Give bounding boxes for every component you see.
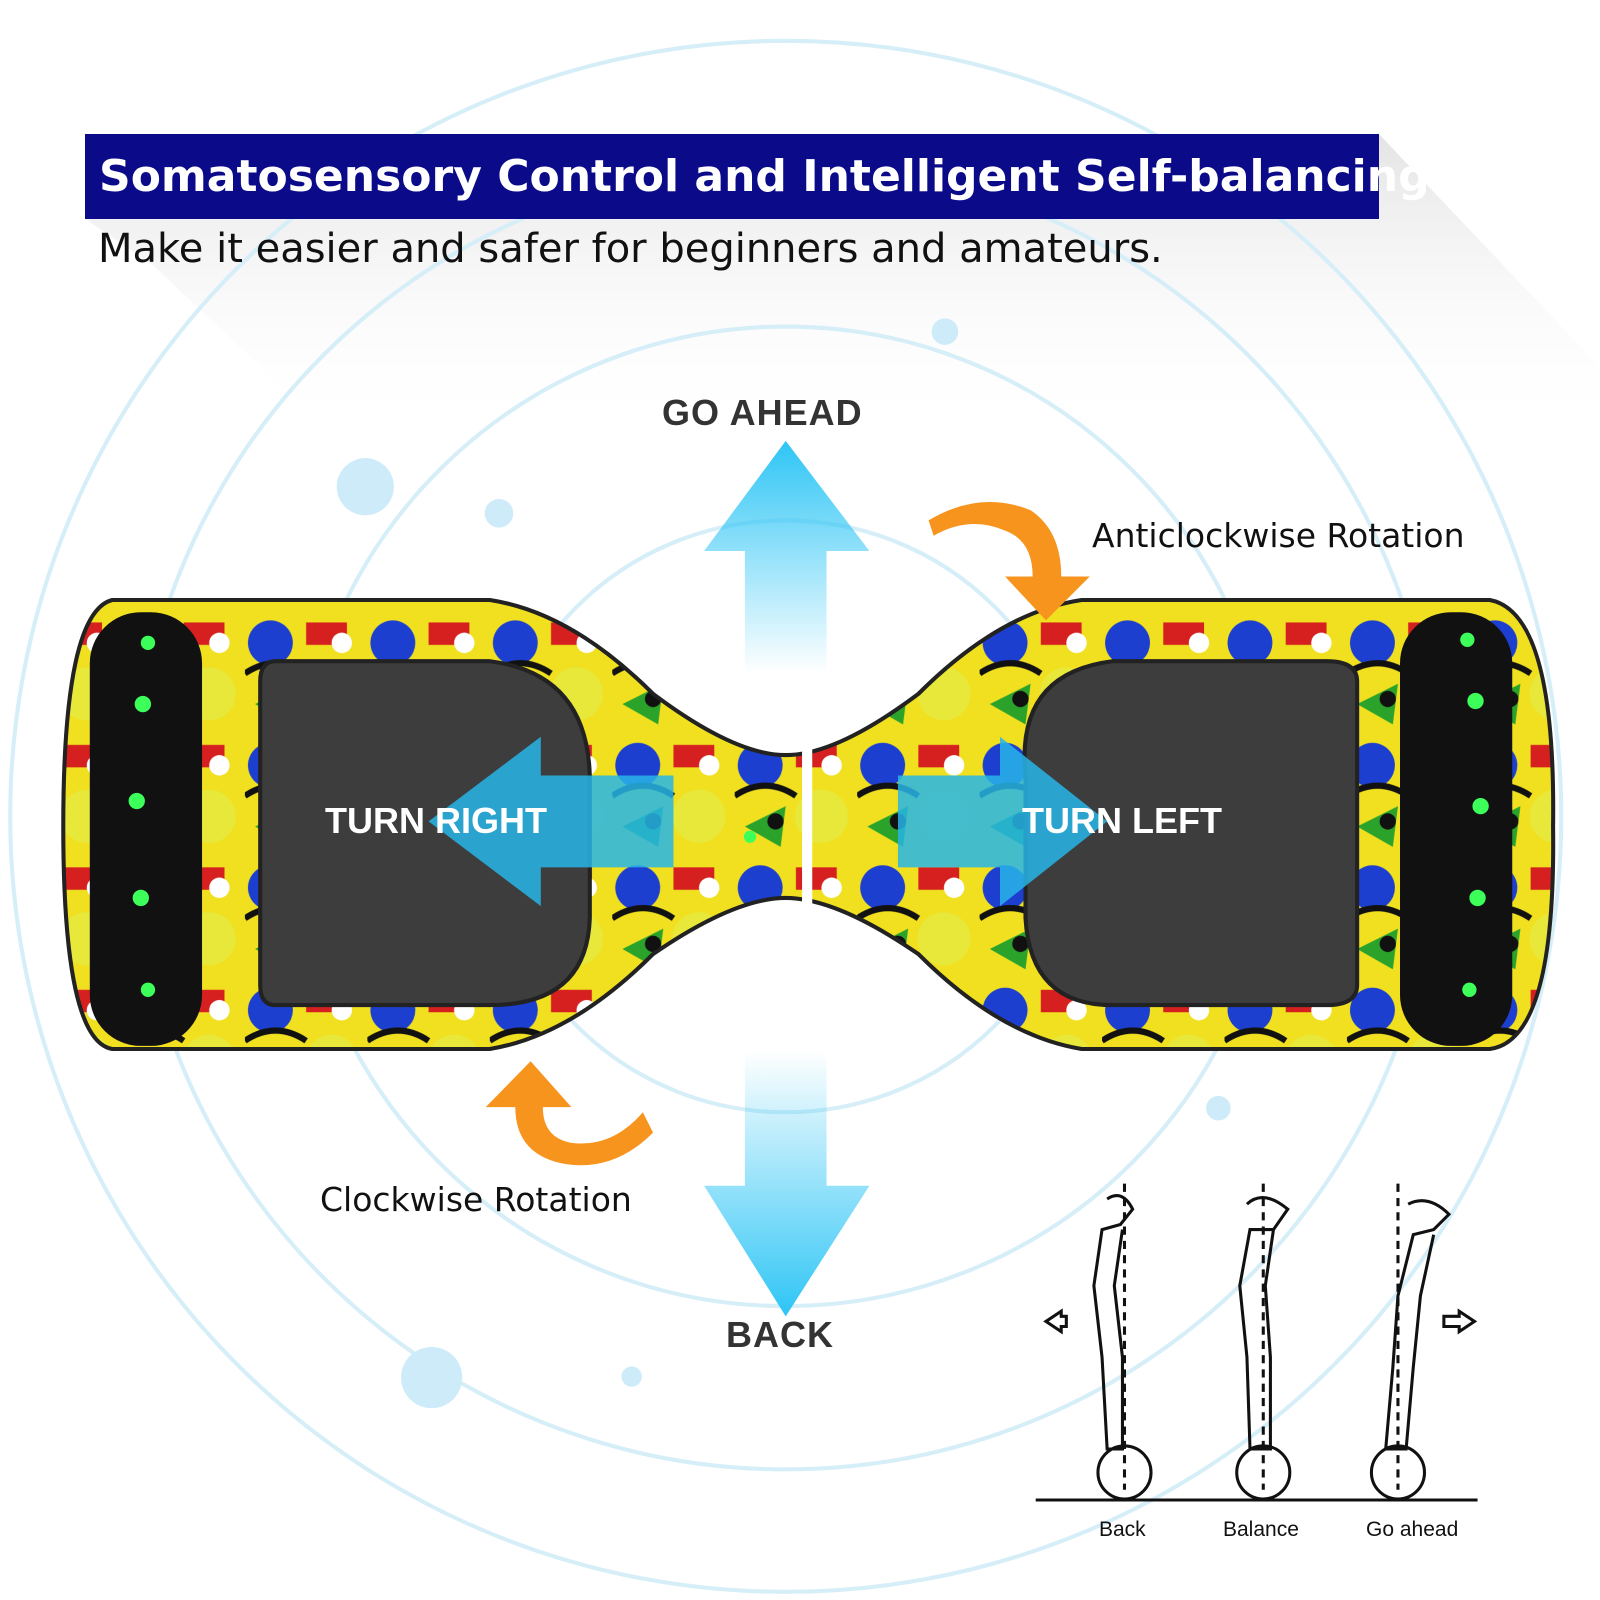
- turn-right-arrow: [428, 736, 674, 907]
- turn-right-label: TURN RIGHT: [325, 800, 547, 841]
- anticlockwise-arrow: [928, 502, 1090, 621]
- go-ahead-arrow: [704, 440, 870, 674]
- page-title: Somatosensory Control and Intelligent Se…: [85, 134, 1430, 219]
- anticlockwise-label: Anticlockwise Rotation: [1092, 516, 1465, 555]
- back-arrow: [704, 1051, 870, 1317]
- pose-label-balance: Balance: [1223, 1518, 1299, 1541]
- go-ahead-label: GO AHEAD: [662, 392, 863, 433]
- turn-left-label: TURN LEFT: [1022, 800, 1222, 841]
- pose-label-go-ahead: Go ahead: [1366, 1518, 1459, 1541]
- hoverboard: [61, 597, 1556, 1052]
- turn-left-arrow: [897, 736, 1108, 907]
- back-label: BACK: [726, 1314, 834, 1355]
- decor-dots: [336, 318, 1231, 1409]
- clockwise-arrow: [485, 1061, 654, 1166]
- subtitle: Make it easier and safer for beginners a…: [98, 226, 1163, 272]
- rider-posture-diagrams: [1035, 1183, 1478, 1502]
- clockwise-label: Clockwise Rotation: [320, 1180, 632, 1219]
- pose-label-back: Back: [1099, 1518, 1146, 1541]
